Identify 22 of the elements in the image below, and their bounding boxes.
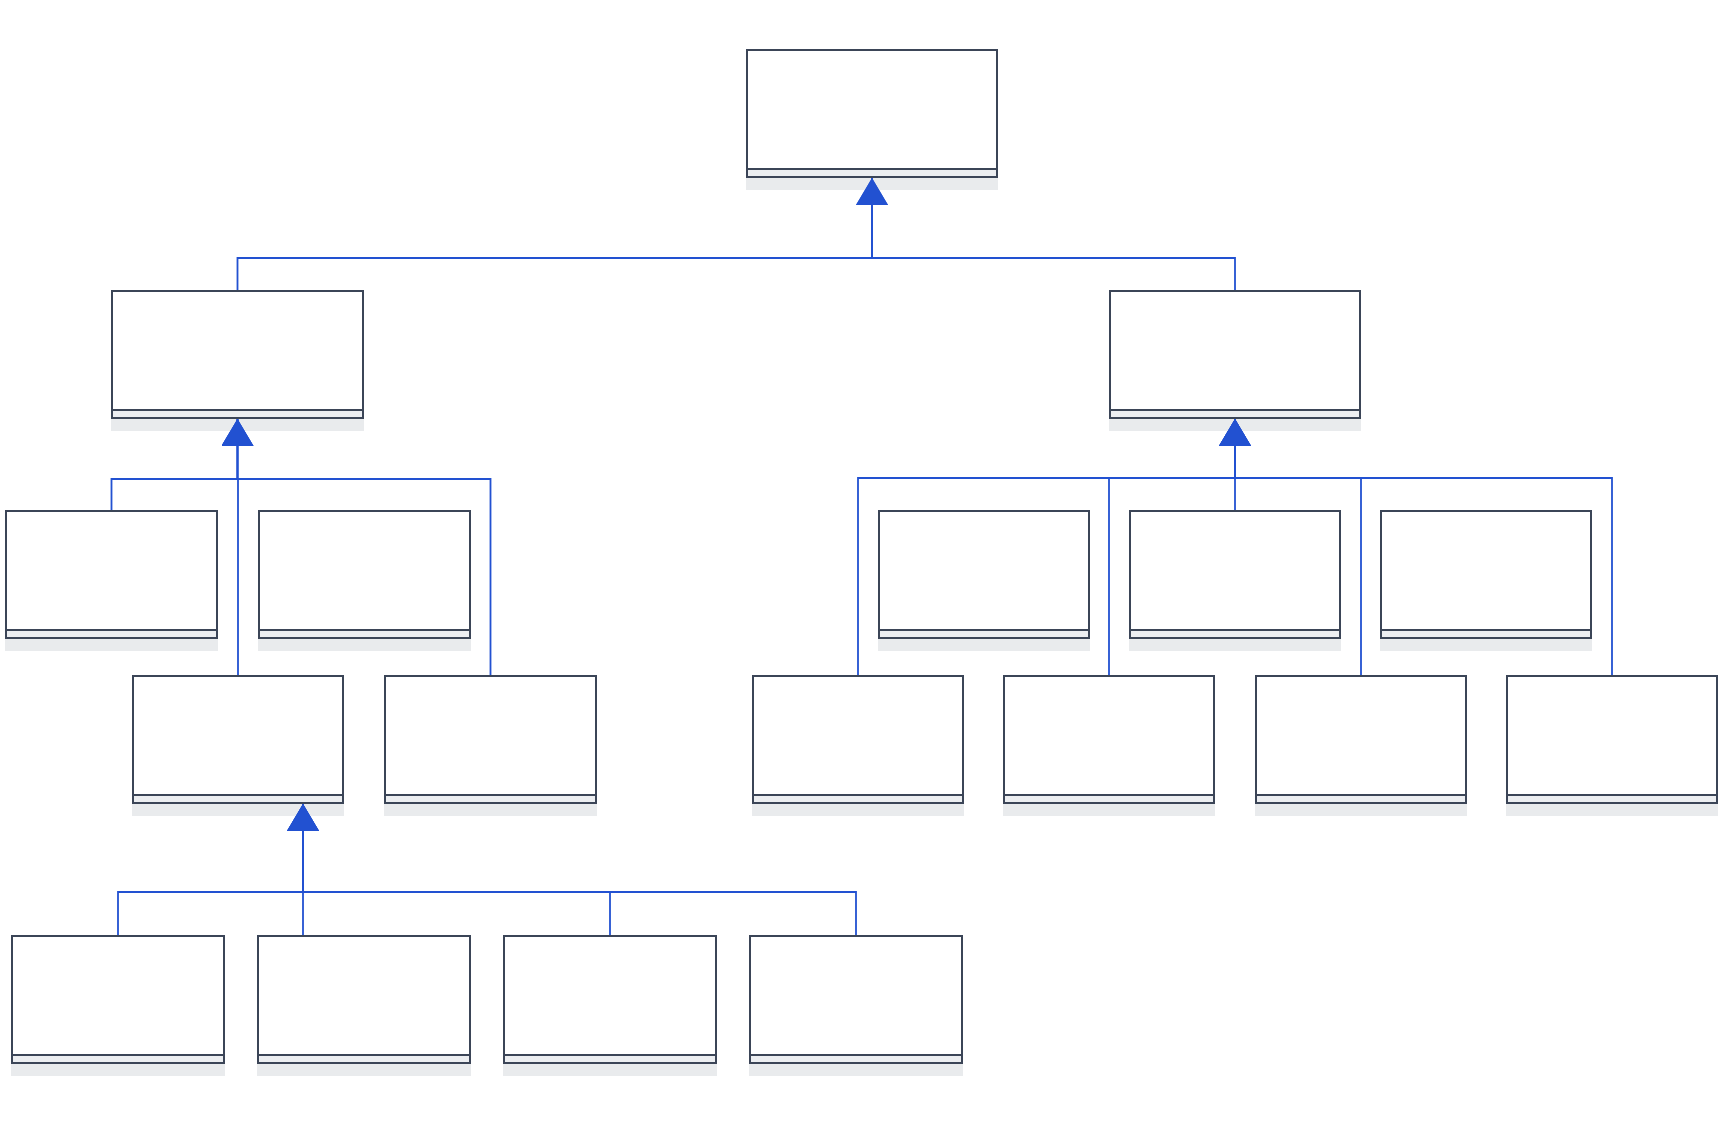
class-box [5, 510, 218, 639]
inheritance-arrow [1219, 418, 1613, 676]
class-box [746, 49, 998, 178]
class-box [1109, 290, 1361, 419]
class-box [1255, 675, 1467, 804]
class-box [257, 935, 471, 1064]
class-box [1380, 510, 1592, 639]
class-box [878, 510, 1090, 639]
inheritance-arrow [221, 418, 492, 676]
class-box [1003, 675, 1215, 804]
class-box [503, 935, 717, 1064]
inheritance-arrow [287, 803, 857, 936]
class-box [752, 675, 964, 804]
class-box [111, 290, 364, 419]
class-box [258, 510, 471, 639]
class-box [132, 675, 344, 804]
class-box [384, 675, 597, 804]
inheritance-arrow [856, 177, 1236, 291]
class-box [11, 935, 225, 1064]
class-box [1129, 510, 1341, 639]
class-box [749, 935, 963, 1064]
class-box [1506, 675, 1718, 804]
